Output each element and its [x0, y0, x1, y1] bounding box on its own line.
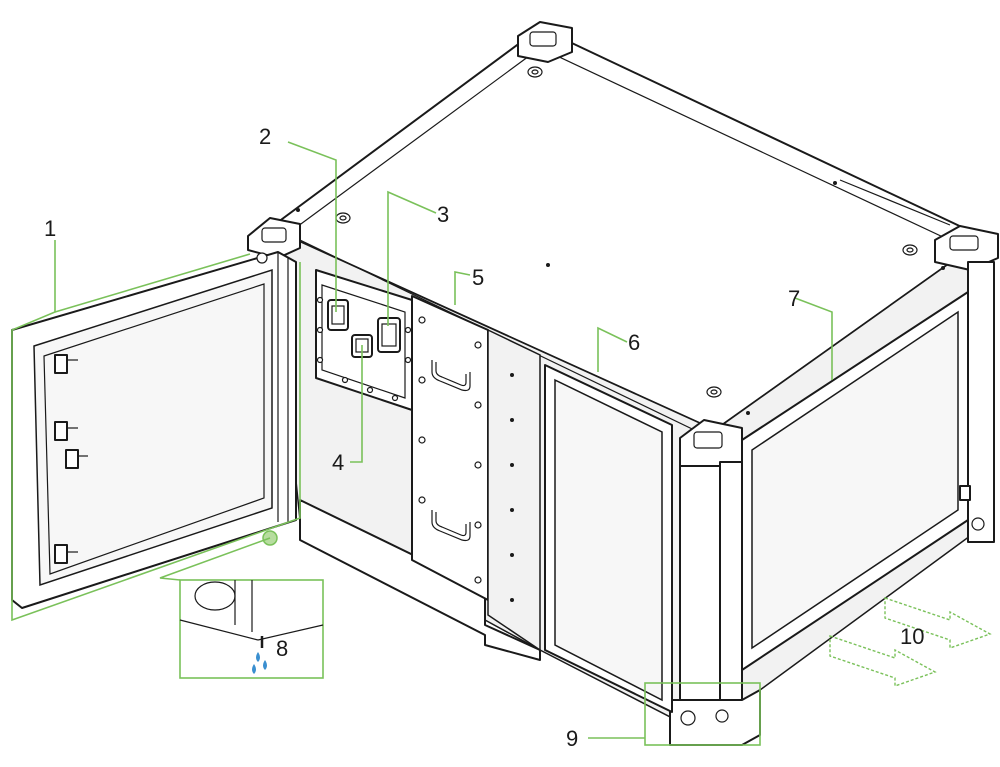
leader-6 — [597, 326, 628, 372]
hinge — [54, 354, 78, 374]
hinge — [65, 449, 88, 469]
water-droplet-icon — [252, 652, 267, 674]
eyebolt — [706, 386, 722, 398]
callout-2: 2 — [259, 124, 271, 149]
leader-2 — [287, 141, 337, 312]
open-door — [11, 251, 297, 609]
corner-detail-box — [644, 682, 761, 746]
filter-window — [544, 364, 673, 713]
service-panel — [411, 295, 541, 652]
side-panel — [741, 291, 971, 671]
leader-4 — [350, 345, 363, 463]
eyebolt — [335, 212, 351, 224]
callout-4: 4 — [332, 450, 344, 475]
hinge — [54, 544, 78, 564]
corner-post-right — [967, 261, 995, 543]
drain-inset — [179, 579, 324, 679]
cable-gland — [327, 299, 349, 331]
hinge — [54, 421, 78, 441]
callout-10: 10 — [900, 624, 924, 649]
corner-block-top-back — [517, 21, 573, 63]
cable-gland — [377, 317, 401, 353]
eyebolt — [527, 66, 543, 78]
callout-6: 6 — [628, 330, 640, 355]
callout-7: 7 — [788, 286, 800, 311]
corner-post-front — [669, 419, 761, 746]
callout-9: 9 — [566, 726, 578, 751]
panel-handle — [431, 360, 471, 392]
callout-8: 8 — [276, 636, 288, 661]
corner-block-top-left — [247, 217, 301, 259]
leader-5 — [454, 271, 471, 305]
leader-1 — [11, 240, 301, 622]
corner-block-top-right — [934, 225, 999, 271]
leader-1-top — [54, 253, 251, 313]
leader-7 — [794, 297, 833, 380]
panel-handle — [431, 510, 471, 542]
enclosure-plinth — [299, 499, 541, 661]
callout-1: 1 — [44, 216, 56, 241]
callout-5: 5 — [472, 265, 484, 290]
leader-3 — [387, 190, 437, 326]
callout-3: 3 — [437, 202, 449, 227]
eyebolt — [902, 244, 918, 256]
